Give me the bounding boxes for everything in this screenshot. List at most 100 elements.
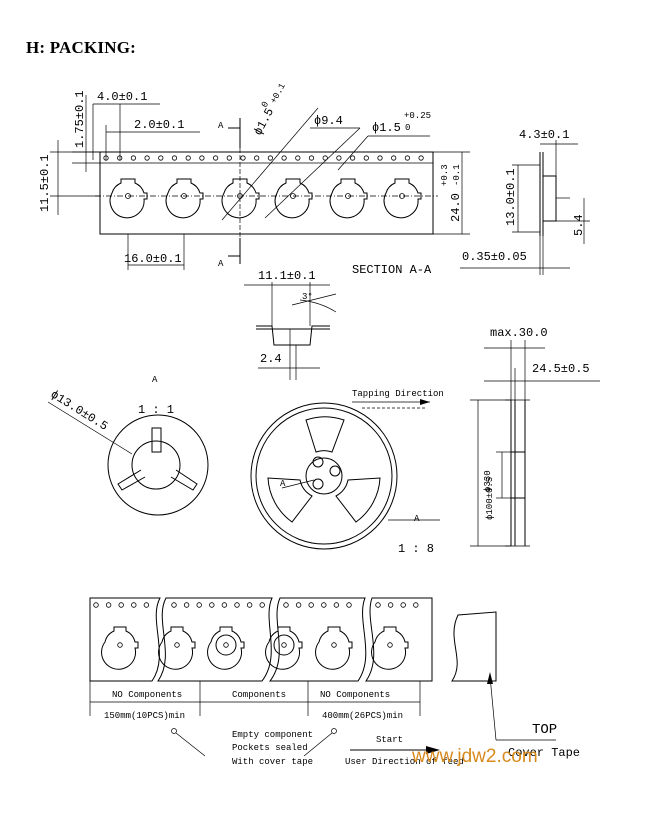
strip-pocket-outline <box>265 626 303 670</box>
reel-scale: 1 : 8 <box>398 542 434 556</box>
sprocket-hole <box>418 155 424 161</box>
sprocket-hole <box>404 155 410 161</box>
strip-hole <box>346 602 352 608</box>
sprocket-hole <box>349 155 356 161</box>
sprocket-hole <box>199 155 205 161</box>
pocket-outline <box>109 178 148 219</box>
pocket-outline <box>274 178 313 219</box>
dim-24-0-tol-minus: -0.1 <box>452 164 462 186</box>
pocket-outline <box>221 178 260 219</box>
strip-sprocket-holes <box>93 602 419 608</box>
reel-front-view: Tapping Direction A A 1 : 8 <box>250 389 444 556</box>
strip-pocket-outline <box>101 626 139 670</box>
dim-phi15-b-text: ϕ1.5 <box>372 121 401 135</box>
pocket <box>329 178 368 219</box>
dim-phi15-a-tol: +0.1 <box>269 82 288 106</box>
dim-16-0-text: 16.0±0.1 <box>124 252 182 266</box>
detail-a-hub: A 1 : 1 ϕ13.0±0.5 <box>47 375 209 516</box>
note-line-2: Pockets sealed <box>232 743 308 753</box>
dim-330-text: ϕ330 <box>483 470 493 492</box>
reel-hub-label: A <box>280 479 286 489</box>
component-body <box>273 634 295 656</box>
strip-pocket <box>371 626 409 670</box>
component-body <box>215 634 237 656</box>
dim-4-0: 4.0±0.1 <box>92 90 160 160</box>
cover-tape-label: Cover Tape <box>508 746 580 760</box>
tapping-direction-label: Tapping Direction <box>352 389 444 399</box>
section-a-top-label: A <box>218 121 224 131</box>
strip-pocket <box>158 626 196 670</box>
strip-hole <box>183 602 190 608</box>
dim-max30-text: max.30.0 <box>490 326 548 340</box>
dim-11-5: 11.5±0.1 <box>38 140 100 215</box>
page-heading: H: PACKING: <box>26 38 137 57</box>
detail-a-label: A <box>152 375 158 385</box>
pocket <box>383 178 422 219</box>
note-line-3: With cover tape <box>232 757 313 767</box>
strip-pocket <box>101 626 139 670</box>
strip-hole <box>234 602 240 608</box>
dim-1-75: 1.75±0.1 <box>72 90 100 172</box>
sprocket-hole <box>130 155 136 161</box>
strip-hole <box>105 602 112 608</box>
strip-hole <box>93 602 99 608</box>
strip-hole <box>333 602 340 608</box>
strip-hole <box>387 602 394 608</box>
strip-hole <box>209 602 215 608</box>
section-marker-a: A A <box>218 118 241 269</box>
strip-pocket-outline <box>158 626 196 670</box>
dim-4-3-text: 4.3±0.1 <box>519 128 569 142</box>
no-components-right: NO Components <box>320 690 390 700</box>
strip-pocket <box>315 626 353 670</box>
start-label: Start <box>376 735 403 745</box>
strip-hole <box>131 602 137 608</box>
sprocket-hole <box>171 155 178 161</box>
strip-pocket-outline <box>207 626 245 670</box>
sprocket-hole <box>226 155 232 161</box>
strip-hole <box>400 602 406 608</box>
sprocket-holes <box>103 155 424 161</box>
sprocket-hole <box>377 155 383 161</box>
sprocket-hole <box>363 155 369 161</box>
dim-16-0: 16.0±0.1 <box>124 234 185 270</box>
section-a-bottom-label: A <box>218 259 224 269</box>
watermark: www.jdw2.com <box>411 746 538 767</box>
strip-hole <box>413 602 419 608</box>
strip-hole <box>295 602 302 608</box>
strip-hole <box>221 602 228 608</box>
strip-pocket-hole <box>331 642 337 648</box>
strip-hole <box>308 602 314 608</box>
strip-hole <box>321 602 327 608</box>
dim-24-5-text: 24.5±0.5 <box>532 362 590 376</box>
strip-pocket-hole <box>174 642 180 648</box>
tape-outline <box>99 151 434 235</box>
strip-hole <box>143 602 150 608</box>
dim-2-0-text: 2.0±0.1 <box>134 118 184 132</box>
carrier-tape-top-view <box>95 151 438 235</box>
dim-2-0: 2.0±0.1 <box>105 118 200 160</box>
strip-hole <box>259 602 265 608</box>
strip-hole <box>375 602 381 608</box>
pocket <box>109 178 148 219</box>
pocket-outline <box>383 178 422 219</box>
dim-100-text: ϕ100±0.5 <box>485 477 495 520</box>
pocket <box>165 178 204 219</box>
sprocket-hole <box>267 155 273 161</box>
strip-hole <box>246 602 253 608</box>
tape-side-view: 4.3±0.1 13.0±0.1 5.4 0.35±0.05 <box>460 128 590 275</box>
dim-phi15-b-tol: +0.25 <box>404 111 431 121</box>
dim-11-5-text: 11.5±0.1 <box>38 154 52 212</box>
dim-phi94-text: ϕ9.4 <box>314 114 343 128</box>
sprocket-hole <box>185 155 191 161</box>
strip-hole <box>171 602 177 608</box>
dim-24-0-text: 24.0 <box>449 193 463 222</box>
dim-24-0: 24.0 +0.3 -0.1 <box>433 151 470 235</box>
dim-2-4-text: 2.4 <box>260 352 282 366</box>
section-a-a-title: SECTION A-A <box>352 263 432 277</box>
no-components-left: NO Components <box>112 690 182 700</box>
strip-pocket <box>207 626 245 670</box>
sprocket-hole <box>213 155 219 161</box>
strip-pocket-hole <box>281 642 287 648</box>
pocket-outline <box>329 178 368 219</box>
dim-0-35-text: 0.35±0.05 <box>462 250 527 264</box>
